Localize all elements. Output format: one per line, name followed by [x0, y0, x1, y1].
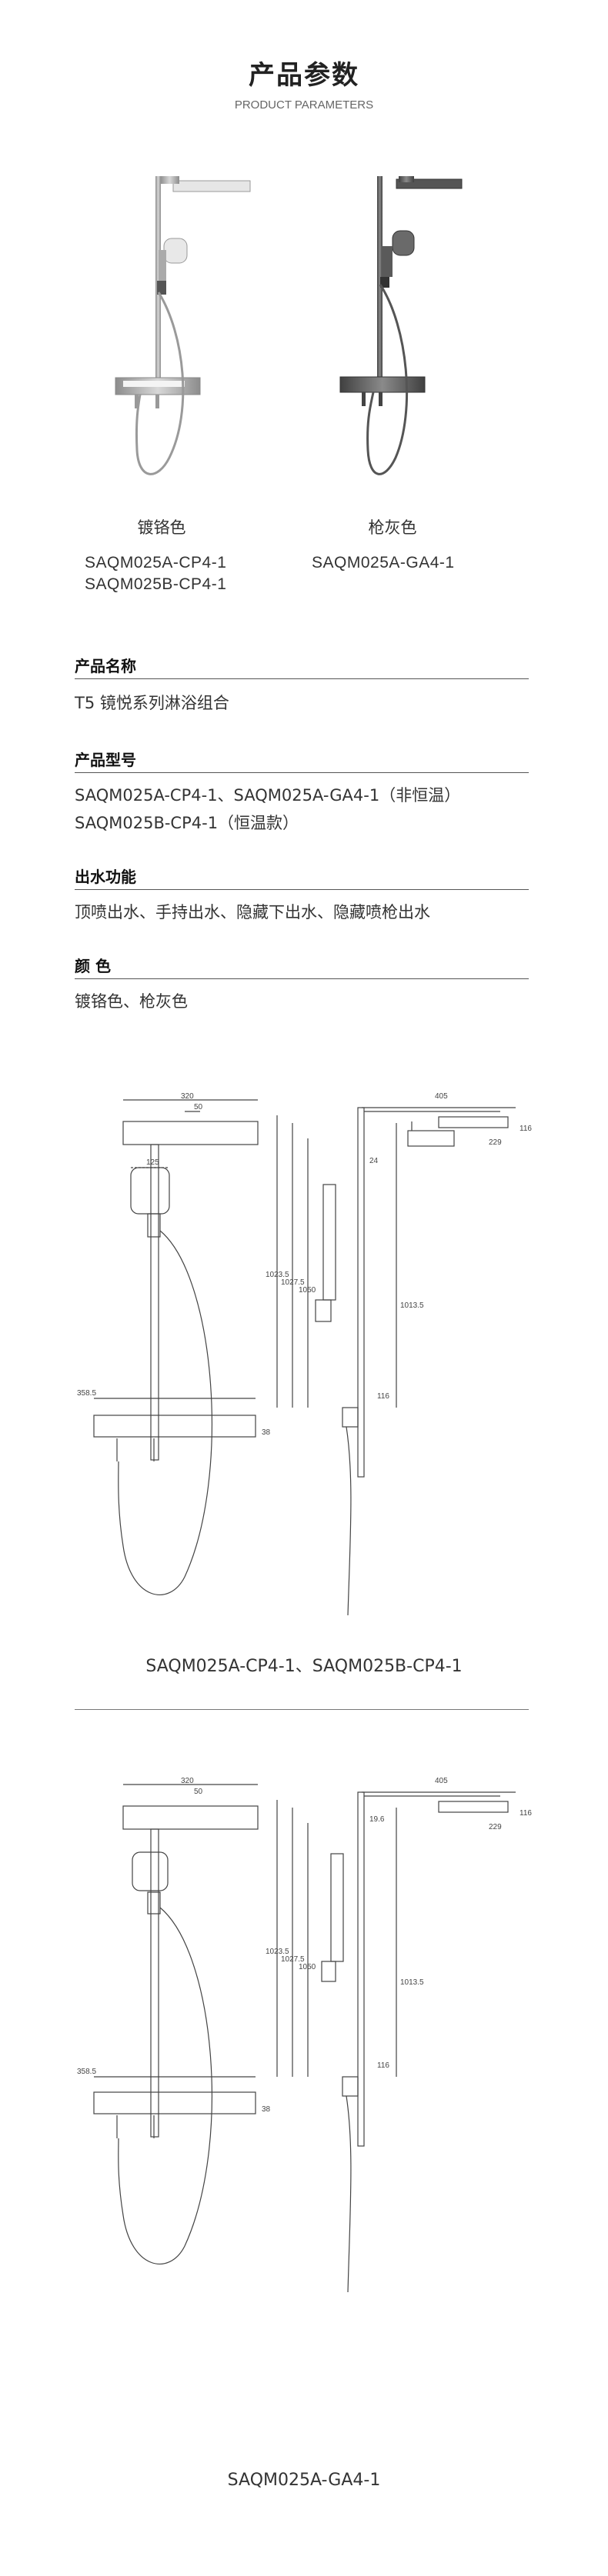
dim-head-h: 116	[519, 1809, 532, 1818]
spec-text-model-1: SAQM025A-CP4-1、SAQM025A-GA4-1（非恒温）	[75, 786, 461, 805]
dim-reach: 405	[435, 1092, 448, 1101]
product-gunmetal-model-1: SAQM025A-GA4-1	[312, 554, 455, 572]
shower-gunmetal-illustration	[339, 176, 463, 475]
dim-h1: 1023.5	[266, 1948, 289, 1956]
spec-heading-name: 产品名称	[75, 657, 136, 675]
spec-text-function: 顶喷出水、手持出水、隐藏下出水、隐藏喷枪出水	[75, 903, 430, 921]
section-divider	[75, 1709, 529, 1710]
spec-text-model-2: SAQM025B-CP4-1（恒温款）	[75, 814, 299, 832]
page-title: 产品参数	[249, 60, 359, 91]
drawing-caption-2: SAQM025A-GA4-1	[227, 2471, 381, 2490]
spec-divider	[75, 978, 529, 979]
dim-head-h: 116	[519, 1125, 532, 1133]
dimension-drawing-svg-1: 320 50 125 358.5 38 405 116 229 24 1023.…	[77, 1092, 532, 1616]
product-gunmetal-color: 枪灰色	[368, 518, 417, 537]
dim-h2: 1027.5	[281, 1955, 305, 1964]
dim-h2: 1027.5	[281, 1278, 305, 1287]
dim-head-w: 229	[489, 1138, 502, 1147]
spec-divider	[75, 889, 529, 890]
spec-heading-function: 出水功能	[75, 868, 136, 886]
dim-width: 320	[181, 1777, 194, 1785]
dim-base: 116	[377, 2061, 389, 2070]
dimension-drawing-svg-2: 320 50 358.5 38 405 116 229 19.6 1023.5 …	[77, 1777, 532, 2293]
dim-width: 320	[181, 1092, 194, 1101]
spec-divider	[75, 678, 529, 679]
dim-h4: 1013.5	[400, 1301, 424, 1310]
dim-arm: 24	[369, 1157, 379, 1165]
dim-bar: 358.5	[77, 2068, 96, 2076]
dim-offset: 50	[194, 1788, 203, 1796]
product-chrome-model-1: SAQM025A-CP4-1	[85, 554, 227, 572]
technical-drawing-2: 320 50 358.5 38 405 116 229 19.6 1023.5 …	[69, 1761, 539, 2300]
technical-drawing-1: 320 50 125 358.5 38 405 116 229 24 1023.…	[69, 1077, 539, 1631]
spec-heading-color: 颜 色	[75, 957, 111, 975]
spec-text-color: 镀铬色、枪灰色	[75, 992, 188, 1011]
product-gunmetal-image	[331, 158, 516, 512]
dim-h1: 1023.5	[266, 1271, 289, 1279]
dim-head-w: 229	[489, 1823, 502, 1831]
dim-offset: 50	[194, 1103, 203, 1111]
dim-arm: 19.6	[369, 1815, 385, 1824]
dim-h4: 1013.5	[400, 1978, 424, 1987]
product-chrome-model-2: SAQM025B-CP4-1	[85, 575, 227, 593]
product-chrome-color: 镀铬色	[137, 518, 186, 537]
shower-chrome-illustration	[115, 176, 251, 475]
drawing-caption-1: SAQM025A-CP4-1、SAQM025B-CP4-1	[145, 1657, 463, 1676]
spec-text-name: T5 镜悦系列淋浴组合	[75, 694, 229, 712]
dim-reach: 405	[435, 1777, 448, 1785]
dim-bar: 358.5	[77, 1389, 96, 1398]
dim-low: 38	[262, 1428, 271, 1437]
product-chrome-image	[92, 158, 277, 512]
spec-heading-model: 产品型号	[75, 751, 136, 769]
spec-divider	[75, 772, 529, 773]
dim-h3: 1050	[299, 1963, 316, 1971]
dim-low: 38	[262, 2105, 271, 2114]
dim-handset: 125	[146, 1158, 159, 1167]
page-subtitle: PRODUCT PARAMETERS	[234, 98, 374, 112]
dim-h3: 1050	[299, 1286, 316, 1295]
dim-base: 116	[377, 1392, 389, 1401]
